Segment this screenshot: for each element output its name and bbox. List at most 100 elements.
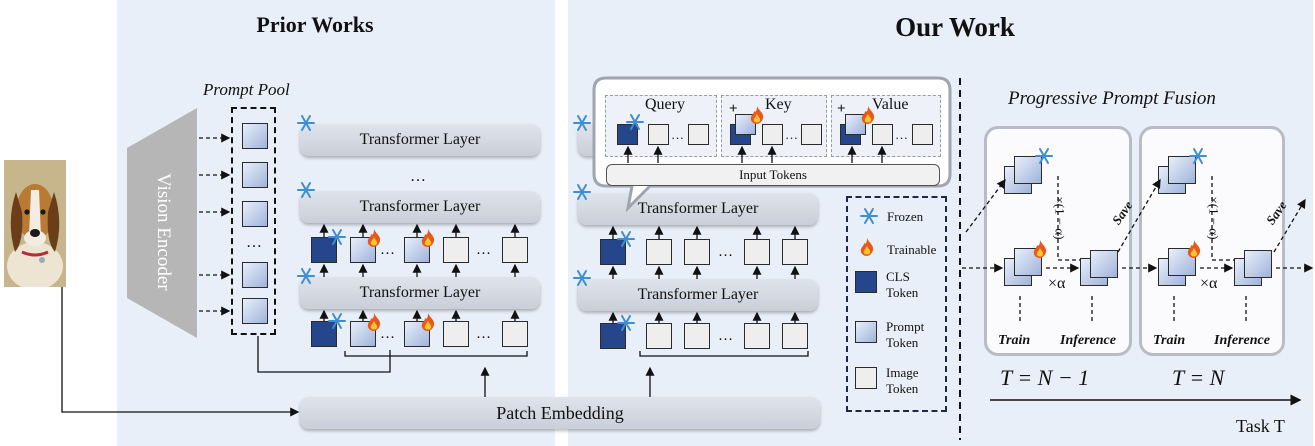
snowflake-icon [328, 313, 346, 329]
image-token [684, 239, 710, 265]
snowflake-icon [573, 270, 591, 286]
snowflake-icon [297, 182, 315, 198]
snowflake-icon [328, 229, 346, 245]
image-token [782, 323, 808, 349]
legend-cls-label: CLS Token [886, 269, 919, 300]
task-axis-label: Task T [1236, 416, 1285, 436]
snowflake-icon [297, 115, 315, 131]
token-ellipsis: … [718, 244, 733, 260]
cls-token [600, 239, 626, 265]
task-prev-label: T = N − 1 [1000, 365, 1090, 390]
cls-token [311, 237, 337, 263]
inference-label: Inference [1214, 333, 1270, 348]
legend-box [846, 196, 947, 412]
token-ellipsis: … [380, 326, 395, 342]
legend-prompt-label: Prompt Token [886, 319, 925, 350]
legend-trainable-label: Trainable [887, 242, 937, 257]
snowflake-icon [1035, 148, 1053, 164]
legend-image-swatch [855, 367, 877, 389]
dog-image [4, 160, 66, 287]
snowflake-icon [573, 184, 591, 200]
pool-prompt-token [242, 298, 268, 324]
query-image-token [688, 124, 709, 145]
cls-token [311, 321, 337, 347]
image-token [744, 323, 770, 349]
image-token [684, 323, 710, 349]
vision-encoder-shape [127, 108, 197, 338]
pool-prompt-token [242, 162, 268, 188]
legend-frozen-label: Frozen [887, 209, 924, 224]
flame-icon [750, 106, 764, 124]
fusion-frozen-prompt [1014, 156, 1042, 184]
alpha-label: ×α [1048, 275, 1066, 292]
inference-label: Inference [1060, 333, 1116, 348]
snowflake-icon [626, 114, 644, 130]
fusion-fused-prompt [1090, 250, 1118, 278]
value-image-token [912, 124, 933, 145]
flame-icon [421, 229, 435, 247]
legend-prompt-swatch [855, 321, 877, 343]
flame-icon [1033, 240, 1047, 258]
prompt-pool-title: Prompt Pool [203, 80, 290, 99]
token-ellipsis: … [476, 326, 491, 342]
image-token [443, 321, 469, 347]
task-cur-label: T = N [1172, 365, 1225, 390]
key-prompt-token [735, 114, 756, 135]
key-image-token [801, 124, 822, 145]
key-plus-label: + [729, 101, 738, 117]
image-token [443, 237, 469, 263]
token-ellipsis: … [476, 242, 491, 258]
flame-icon [861, 106, 875, 124]
legend-cls-swatch [855, 271, 877, 293]
image-token [782, 239, 808, 265]
snowflake-icon [617, 315, 635, 331]
key-image-token [762, 124, 783, 145]
fusion-fused-prompt [1244, 250, 1272, 278]
flame-icon [1187, 240, 1201, 258]
value-prompt-token [845, 114, 866, 135]
image-token [744, 239, 770, 265]
prior-transformer-layer-mid: Transformer Layer [300, 191, 540, 223]
patch-embedding-bar: Patch Embedding [300, 397, 820, 429]
value-label: Value [872, 96, 909, 113]
prior-transformer-layer-bottom: Transformer Layer [300, 277, 540, 309]
query-ellipsis: … [671, 127, 684, 142]
query-label: Query [645, 96, 685, 113]
ours-transformer-layer-bottom: Transformer Layer [578, 279, 818, 311]
snowflake-icon [1189, 148, 1207, 164]
prompt-pool-box [231, 107, 276, 335]
snowflake-icon [860, 208, 878, 224]
prior-layer-ellipsis: … [410, 168, 426, 185]
fusion-frozen-prompt [1168, 156, 1196, 184]
key-ellipsis: … [785, 127, 798, 142]
train-label: Train [1153, 333, 1186, 348]
train-label: Train [998, 333, 1031, 348]
flame-icon [367, 229, 381, 247]
fusion-title: Progressive Prompt Fusion [1008, 88, 1216, 109]
alpha-label: ×α [1200, 275, 1218, 292]
pool-prompt-token [242, 262, 268, 288]
cls-token [600, 323, 626, 349]
token-ellipsis: … [718, 328, 733, 344]
input-tokens-bar: Input Tokens [606, 164, 940, 186]
value-ellipsis: … [895, 127, 908, 142]
prompt-token [350, 321, 376, 347]
snowflake-icon [297, 268, 315, 284]
image-token [502, 321, 528, 347]
snowflake-icon [617, 231, 635, 247]
prior-works-title: Prior Works [256, 12, 374, 37]
our-work-title: Our Work [895, 12, 1015, 42]
value-plus-label: + [837, 101, 846, 117]
query-cls-token [617, 124, 638, 145]
image-token [646, 323, 672, 349]
flame-icon [421, 313, 435, 331]
image-token [502, 237, 528, 263]
pool-prompt-token [242, 201, 268, 227]
query-image-token [648, 124, 669, 145]
legend-image-label: Image Token [886, 365, 919, 396]
key-label: Key [765, 96, 792, 113]
pool-prompt-token [242, 123, 268, 149]
image-token [646, 239, 672, 265]
